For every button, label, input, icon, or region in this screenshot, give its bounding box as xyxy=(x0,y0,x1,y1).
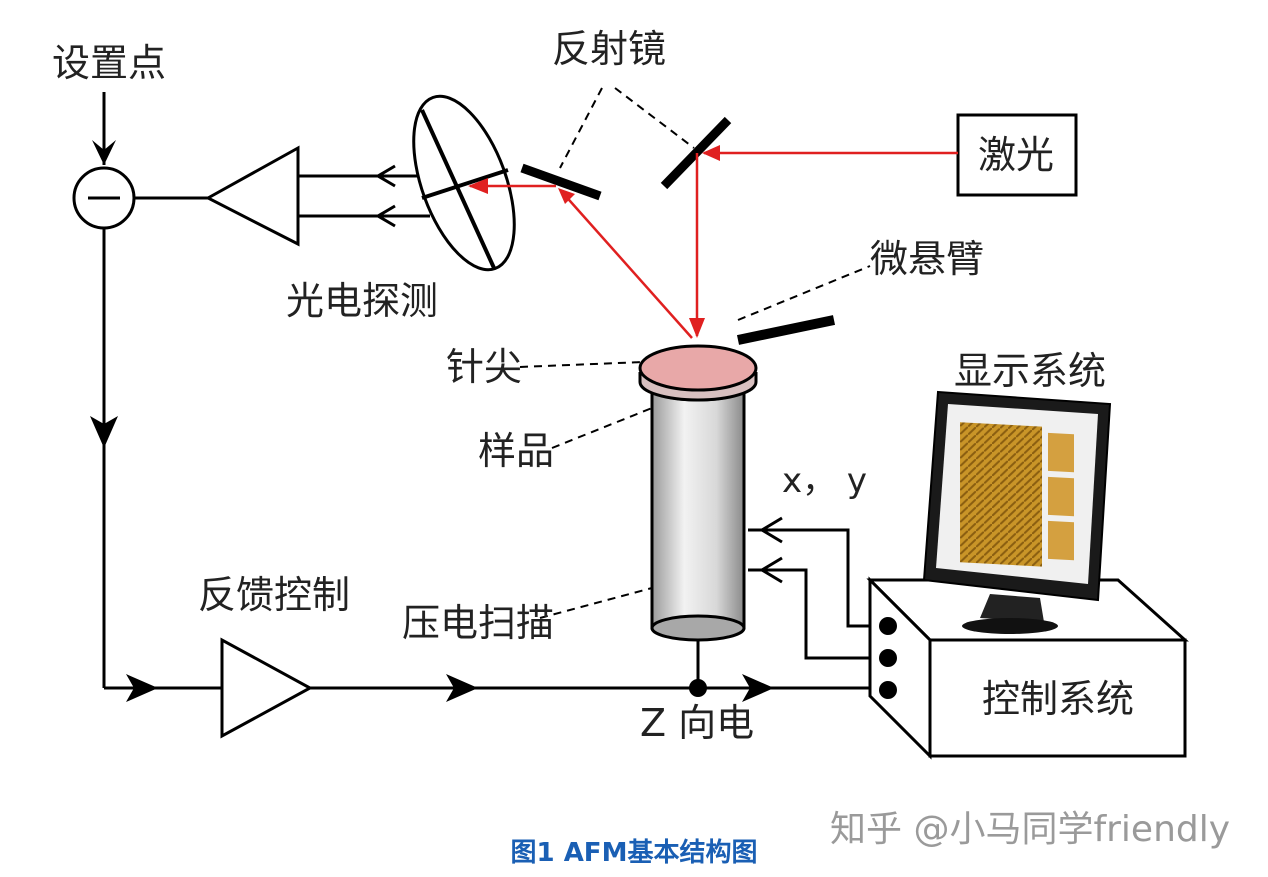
photodetector-amplifier xyxy=(204,145,300,247)
mirror-leaders xyxy=(559,87,695,169)
xy-label: x， y xyxy=(782,461,868,501)
photodetector-label: 光电探测 xyxy=(286,279,439,323)
mirror-left xyxy=(520,163,602,201)
detector-signal-lines xyxy=(298,164,430,228)
tip-label: 针尖 xyxy=(446,345,523,389)
setpoint-arrow xyxy=(92,92,116,165)
piezo-label: 压电扫描 xyxy=(402,601,555,645)
piezo-leader xyxy=(539,587,653,619)
feedback-label: 反馈控制 xyxy=(198,573,351,617)
monitor xyxy=(922,390,1112,634)
subtractor-node xyxy=(72,166,136,230)
sample-leader xyxy=(551,407,653,449)
mirror-label: 反射镜 xyxy=(552,27,667,71)
cantilever xyxy=(736,315,836,345)
z-electrode-label: Z 向电 xyxy=(640,701,755,745)
cantilever-label: 微悬臂 xyxy=(870,237,985,281)
feedback-loop-lines xyxy=(90,228,222,702)
piezo-scanner xyxy=(650,374,746,642)
laser-label: 激光 xyxy=(978,133,1055,177)
figure-caption: 图1 AFM基本结构图 xyxy=(510,838,758,868)
watermark: 知乎 @小马同学friendly xyxy=(830,809,1231,850)
setpoint-label: 设置点 xyxy=(52,41,167,85)
feedback-amplifier xyxy=(220,637,314,739)
laser-beam xyxy=(468,145,958,339)
cantilever-leader xyxy=(737,265,871,321)
sample-label: 样品 xyxy=(478,429,555,473)
laser-box xyxy=(956,113,1078,197)
xy-signal-lines xyxy=(748,516,888,660)
display-system-label: 显示系统 xyxy=(954,349,1107,393)
z-signal-line xyxy=(310,674,870,702)
photodetector xyxy=(412,94,516,272)
sample-disc xyxy=(638,344,758,402)
control-system-label: 控制系统 xyxy=(982,677,1135,721)
